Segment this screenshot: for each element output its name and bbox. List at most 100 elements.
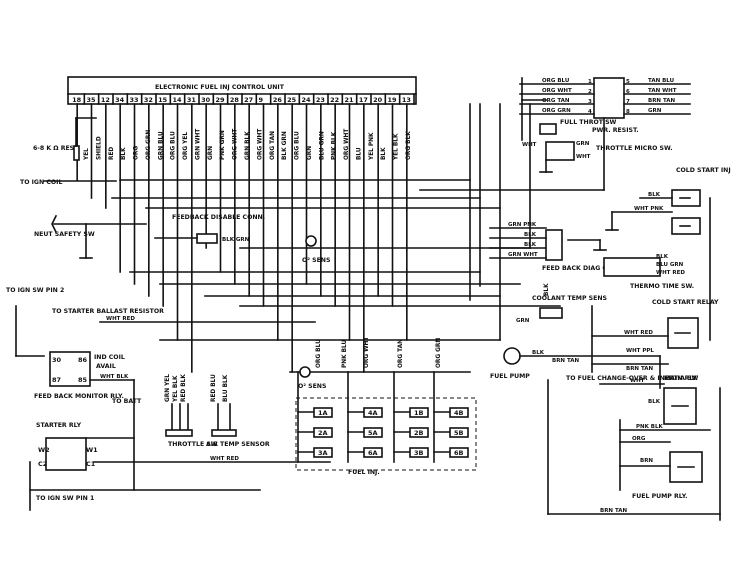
bus-lines <box>111 179 561 373</box>
injector-label: 2A <box>318 429 328 437</box>
resistor <box>73 145 80 161</box>
micro-grn-label: GRN <box>576 141 590 147</box>
injector-label: 5B <box>454 429 464 437</box>
feed-back-monitor-label: FEED BACK MONITOR RLY. <box>34 393 124 400</box>
throttle-wire-2: RED BLK <box>181 374 187 402</box>
ind-coil-relay <box>49 351 91 387</box>
coolant-temp-label: COOLANT TEMP SENS <box>532 295 607 302</box>
injector-2A <box>313 427 333 438</box>
inj-wire-org-tan: ORG TAN <box>398 339 404 368</box>
ecu-title: ELECTRONIC FUEL INJ CONTROL UNIT <box>155 84 285 91</box>
injector-3B <box>409 447 429 458</box>
injector-label: 5A <box>368 429 378 437</box>
pwr-pin-r: 8 <box>626 109 630 115</box>
ecu-wire-label: BLK <box>121 147 127 160</box>
thermo-wht-red: WHT RED <box>656 270 685 276</box>
injector-6B <box>449 447 469 458</box>
ecu-wire-label: ORG WHT <box>344 129 350 160</box>
coolant-blk: BLK <box>544 283 550 296</box>
ecu-wire-label: YEL PNK <box>369 132 375 161</box>
injector-2B <box>409 427 429 438</box>
ecu-pin-32: 32 <box>144 96 153 104</box>
ecu-pin-23: 23 <box>316 96 325 104</box>
ecu-pin-34: 34 <box>115 96 125 104</box>
main-pnk-blk: PNK BLK <box>636 424 664 430</box>
ecu-wire-label: ORG BLK <box>406 131 412 160</box>
main-wht: WHT <box>630 378 645 384</box>
fprly-org: ORG <box>632 436 646 442</box>
to-ign-coil-label: TO IGN COIL <box>20 179 62 186</box>
to-fuel-changeover-label: TO FUEL CHANGE-OVER & INERTIA SW <box>566 375 698 382</box>
cold-start-inj-label: COLD START INJ <box>676 167 731 174</box>
neut-safety-label: NEUT SAFETY SW <box>34 231 95 238</box>
feed-back-diag-label: FEED BACK DIAG CONN. <box>542 265 625 272</box>
thermo-time-switch <box>603 257 661 277</box>
fprly-brn: BRN <box>640 458 653 464</box>
ecu-wire-label: SHIELD <box>96 136 102 160</box>
ecu-pin-17: 17 <box>359 96 368 104</box>
ecu-wire-label: ORG BLU <box>295 131 301 160</box>
bottom-brn-tan: BRN TAN <box>600 508 628 514</box>
injector-label: 6A <box>368 449 378 457</box>
injector-label: 2B <box>414 429 424 437</box>
pin-86: 86 <box>78 356 88 364</box>
fuel-pump <box>503 347 521 365</box>
injector-label: 3A <box>318 449 328 457</box>
injector-4A <box>363 407 383 418</box>
ecu-pin-14: 14 <box>173 96 183 104</box>
svg-text:O² SENS: O² SENS <box>302 257 330 264</box>
blk-grn-label: BLK GRN <box>222 237 250 243</box>
fp-brn-tan: BRN TAN <box>552 358 580 364</box>
cold-start-relay-label: COLD START RELAY <box>652 299 719 306</box>
ecu-wire-label: BLU <box>356 147 362 160</box>
ecu-pin-33: 33 <box>130 96 139 104</box>
pwr-pin: 2 <box>588 89 592 95</box>
injector-1B <box>409 407 429 418</box>
pwr-resist-label: PWR. RESIST. <box>592 127 639 134</box>
to-ign-sw-pin1-label: TO IGN SW PIN 1 <box>36 495 94 502</box>
thermo-blu-grn: BLU GRN <box>656 262 684 268</box>
ecu-pin-12: 12 <box>101 96 110 104</box>
inj-wire-org-blu: ORG BLU <box>316 339 322 368</box>
throttle-wire-0: GRN YEL <box>165 374 171 402</box>
pwr-pin: 3 <box>588 99 592 105</box>
right-verticals <box>469 103 711 515</box>
micro-wht2-label: WHT <box>576 154 591 160</box>
pin-w2: W2 <box>38 446 50 454</box>
throttle-wire-1: YEL BLK <box>173 375 179 403</box>
ecu-wire-label: ORG TAN <box>270 131 276 160</box>
pwr-pin-r: 7 <box>626 99 630 105</box>
starter-rly-label: STARTER RLY <box>36 422 82 429</box>
air-temp-sensor: AIR TEMP SENSOR <box>206 403 270 448</box>
wht-red-label-2: WHT RED <box>210 456 239 462</box>
pwr-right-wire: TAN WHT <box>648 88 677 94</box>
ecu-wire-label: PNK GRN <box>220 130 226 160</box>
ecu-wire-label: YEL <box>84 148 90 161</box>
wht-red-label: WHT RED <box>106 316 135 322</box>
ecu-pin-27: 27 <box>244 96 253 104</box>
ecu-pin-20: 20 <box>373 96 383 104</box>
main-rly-label: MAIN RLY <box>664 375 697 382</box>
injector-label: 3B <box>414 449 424 457</box>
ecu-pin-22: 22 <box>330 96 339 104</box>
injector-label: 4B <box>454 409 464 417</box>
ecu-pin-29: 29 <box>216 96 226 104</box>
coolant-grn: GRN <box>516 318 530 324</box>
injector-4B <box>449 407 469 418</box>
injector-6A <box>363 447 383 458</box>
throttle-micro-switch <box>545 141 575 161</box>
ecu-pin-30: 30 <box>201 96 211 104</box>
thermo-blk: BLK <box>656 254 669 260</box>
o2-sensor-mid: O² SENS <box>298 366 326 390</box>
pwr-left-wire: ORG WHT <box>542 88 572 94</box>
ind-coil-label: IND COIL <box>94 354 125 361</box>
feedback-disable-label: FEEDBACK DISABLE CONN. <box>172 214 265 221</box>
ecu-wire-label: BLK GRN <box>282 131 288 160</box>
pwr-pin-r: 5 <box>626 79 630 85</box>
pwr-pin: 1 <box>588 79 592 85</box>
throttle-switch: THROTTLE SW <box>165 403 218 448</box>
wht-blk-label: WHT BLK <box>100 374 129 380</box>
svg-text:AIR TEMP SENSOR: AIR TEMP SENSOR <box>206 441 270 448</box>
pwr-right-wire: BRN TAN <box>648 98 676 104</box>
